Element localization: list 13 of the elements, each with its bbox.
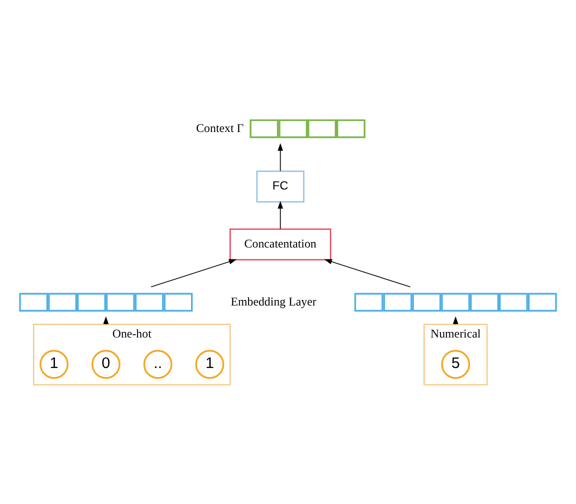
node-circle: 5 [441, 349, 470, 378]
arrow [324, 258, 411, 287]
node-circle: 1 [195, 349, 224, 378]
node-box: FC [256, 170, 304, 202]
node-circle: .. [143, 349, 172, 378]
node-circle: 1 [40, 349, 68, 378]
node-box: Concatentation [230, 228, 332, 260]
node-circle: 0 [91, 349, 120, 378]
arrow [150, 258, 237, 287]
label: Embedding Layer [230, 294, 316, 308]
arrow [278, 142, 284, 171]
arrow [278, 200, 284, 229]
node-label: Context Γ [196, 120, 244, 134]
